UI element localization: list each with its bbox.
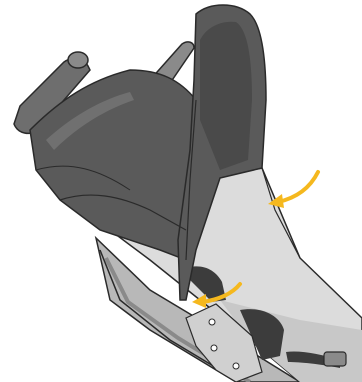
arrow-upper-icon — [268, 172, 318, 208]
handlebar-end — [68, 52, 88, 68]
bracket-rivet-1 — [209, 319, 215, 325]
bracket-rivet-3 — [233, 363, 239, 369]
buckle — [324, 352, 346, 366]
bracket-rivet-2 — [211, 345, 217, 351]
